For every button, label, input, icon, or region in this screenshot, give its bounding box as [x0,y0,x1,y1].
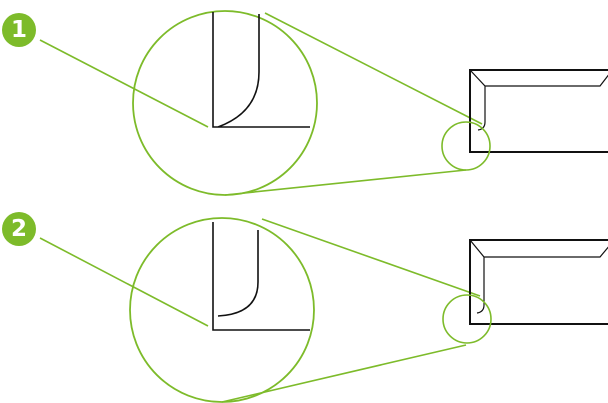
envelope-2 [469,239,608,325]
callout-badge-1: 1 [2,13,36,47]
callout-badge-2: 2 [2,212,36,246]
envelope-2-detail-marker [442,294,492,344]
magnifier-1-upper-connector [264,12,483,125]
seam-detail-1 [212,12,310,128]
callout-2-leader [39,237,209,327]
seam-detail-2 [212,222,310,331]
envelope-1 [469,69,608,153]
panel-1 [39,10,608,196]
callout-1-leader [39,39,209,128]
magnifier-2-lower-connector [221,344,467,403]
panel-2 [39,217,608,403]
magnifier-1-lower-connector [224,169,467,196]
magnifier-circle-2 [129,217,315,403]
magnifier-2-upper-connector [261,218,481,297]
envelope-1-detail-marker [441,121,491,171]
